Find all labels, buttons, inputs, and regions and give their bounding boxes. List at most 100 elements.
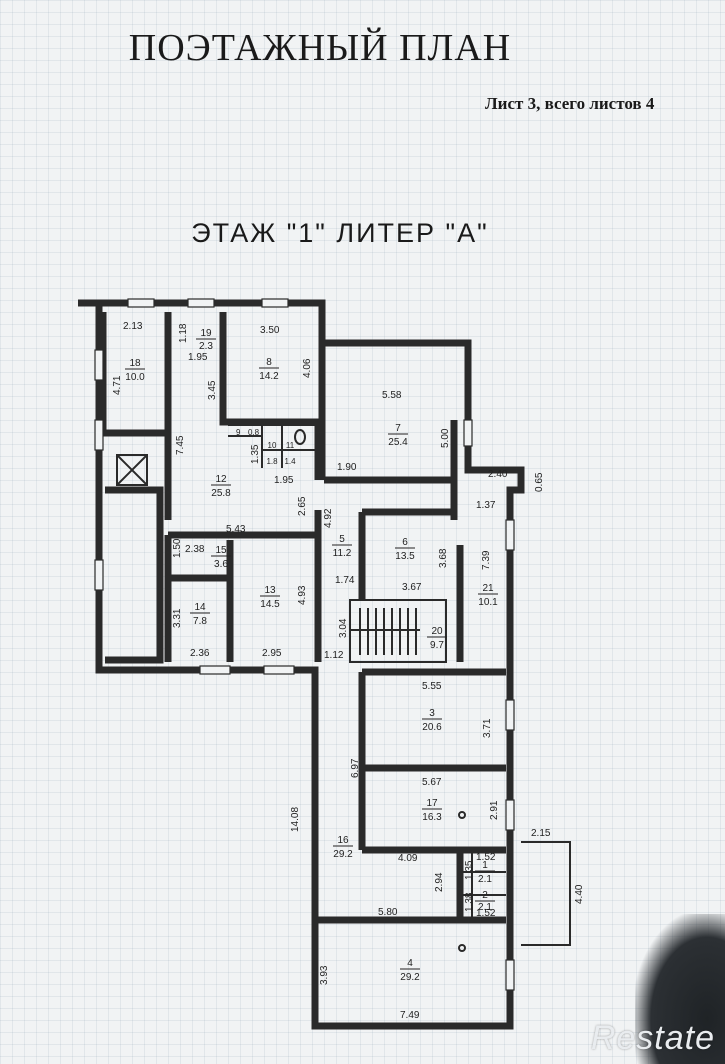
svg-text:15: 15: [215, 545, 227, 556]
svg-text:13.5: 13.5: [395, 551, 415, 562]
svg-text:13: 13: [264, 585, 276, 596]
room-10-label: 101.8: [266, 441, 278, 466]
dim-label: 4.92: [323, 508, 334, 528]
dim-label: 3.31: [172, 608, 183, 628]
dim-label: 1.90: [337, 462, 357, 473]
dim-label: 1.12: [324, 650, 344, 661]
document-title: ПОЭТАЖНЫЙ ПЛАН: [128, 27, 512, 69]
dim-label: 2.40: [488, 469, 508, 480]
shaft: [116, 454, 148, 486]
svg-text:3.6: 3.6: [214, 559, 228, 570]
windows: [94, 298, 515, 991]
room-4-label: 429.2: [400, 958, 420, 983]
wc-partitions: [228, 424, 506, 920]
svg-text:16.3: 16.3: [422, 812, 442, 823]
svg-text:9: 9: [236, 428, 241, 437]
dim-label: 3.93: [319, 965, 330, 985]
sheet-number: Лист 3, всего листов 4: [485, 94, 655, 113]
svg-text:4: 4: [407, 958, 413, 969]
room-8-label: 814.2: [259, 357, 279, 382]
exterior-walls: [78, 299, 525, 1030]
dim-label: 14.08: [290, 807, 301, 832]
svg-text:1: 1: [482, 860, 488, 871]
svg-text:19: 19: [200, 328, 212, 339]
room-6-label: 613.5: [395, 537, 415, 562]
svg-text:11.2: 11.2: [333, 548, 352, 559]
room-12-label: 12 25.8: [211, 474, 231, 499]
svg-text:25.8: 25.8: [211, 488, 231, 499]
svg-text:29.2: 29.2: [333, 849, 353, 860]
svg-text:11: 11: [286, 441, 295, 450]
room-1-label: 12.1: [475, 860, 495, 885]
svg-text:1.8: 1.8: [266, 457, 278, 466]
svg-text:10.0: 10.0: [125, 372, 145, 383]
restate-watermark-logo: Restate: [590, 1019, 715, 1057]
svg-text:0.8: 0.8: [248, 428, 260, 437]
dim-label: 1.74: [335, 575, 355, 586]
dim-label: 4.06: [302, 358, 313, 378]
dim-label: 2.91: [489, 800, 500, 820]
svg-text:10.1: 10.1: [478, 597, 498, 608]
dim-label: 4.71: [112, 375, 123, 395]
porch: [521, 841, 571, 946]
dim-label: 1.35: [464, 860, 475, 880]
dim-label: 3.67: [402, 582, 422, 593]
fixtures: [294, 429, 466, 952]
svg-text:16: 16: [337, 835, 349, 846]
dim-label: 6.97: [350, 758, 361, 778]
dim-label: 7.49: [400, 1010, 420, 1021]
svg-text:2.1: 2.1: [478, 902, 492, 913]
dim-label: 1.50: [172, 538, 183, 558]
dim-label: 5.43: [226, 524, 246, 535]
dim-label: 3.04: [338, 618, 349, 638]
dimension-labels: 2.13 1.18 3.50 4.71 1.95 3.45 4.06 5.58 …: [112, 321, 585, 1021]
svg-text:14: 14: [194, 602, 206, 613]
svg-text:7.8: 7.8: [193, 616, 207, 627]
svg-text:5: 5: [339, 534, 345, 545]
dim-label: 5.80: [378, 907, 398, 918]
svg-text:20.6: 20.6: [422, 722, 442, 733]
dim-label: 2.13: [123, 321, 143, 332]
room-5-label: 511.2: [332, 534, 352, 559]
dim-label: 4.93: [297, 585, 308, 605]
room-19-label: 192.3: [196, 328, 216, 352]
dim-label: 2.95: [262, 648, 282, 659]
svg-text:1.4: 1.4: [284, 457, 296, 466]
svg-text:9.7: 9.7: [430, 640, 444, 651]
dim-label: 3.68: [438, 548, 449, 568]
dim-label: 3.71: [482, 718, 493, 738]
svg-text:25.4: 25.4: [388, 437, 408, 448]
svg-text:14.2: 14.2: [259, 371, 279, 382]
svg-text:2.1: 2.1: [478, 874, 492, 885]
svg-text:8: 8: [266, 357, 272, 368]
room-18-label: 18 10.0: [125, 358, 145, 383]
room-16-label: 16 29.2: [333, 835, 353, 860]
dim-label: 1.35: [250, 444, 261, 464]
dim-label: 7.39: [481, 550, 492, 570]
staircase: [349, 599, 447, 663]
svg-text:18: 18: [129, 358, 141, 369]
room-11-label: 111.4: [284, 441, 296, 466]
floor-title: ЭТАЖ "1" ЛИТЕР "А": [191, 218, 489, 248]
dim-label: 2.15: [531, 828, 551, 839]
dim-label: 2.38: [185, 544, 205, 555]
svg-text:7: 7: [395, 423, 401, 434]
room-3-label: 320.6: [422, 708, 442, 733]
dim-label: 1.52: [476, 908, 496, 919]
dim-label: 1.37: [476, 500, 496, 511]
svg-text:6: 6: [402, 537, 408, 548]
svg-text:17: 17: [426, 798, 438, 809]
svg-text:10: 10: [268, 441, 277, 450]
room-20-label: 209.7: [427, 626, 447, 651]
svg-text:12: 12: [215, 474, 227, 485]
room-15-label: 153.6: [211, 545, 231, 570]
dim-label: 1.52: [476, 852, 496, 863]
dim-label: 5.00: [440, 428, 451, 448]
svg-text:3: 3: [429, 708, 435, 719]
dim-label: 1.38: [464, 892, 475, 912]
